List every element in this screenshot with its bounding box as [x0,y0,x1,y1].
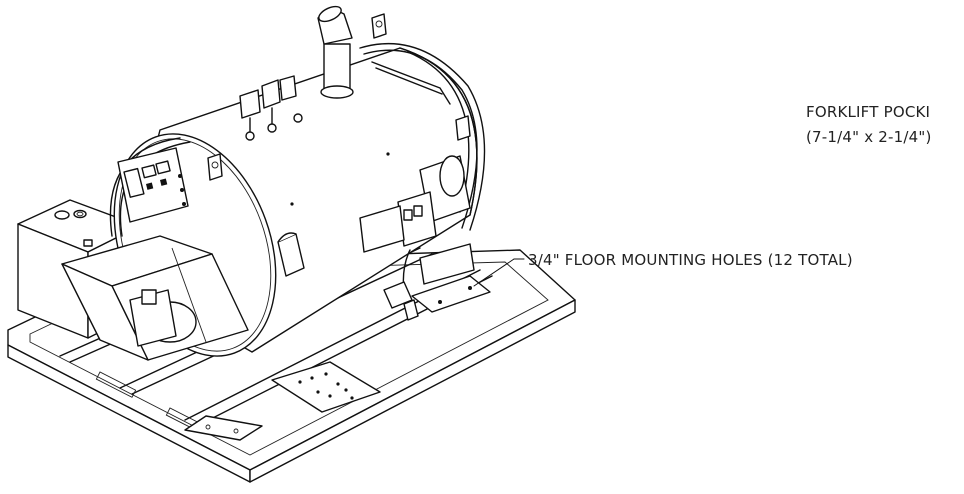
lifting-lugs [207,13,471,181]
gas-train [359,155,471,321]
forklift-pocket-dimension: (7-1/4" x 2-1/4") [806,128,932,146]
floor-mounting-holes-label: 3/4" FLOOR MOUNTING HOLES (12 TOTAL) [528,251,853,269]
floor-holes-leader [473,258,525,287]
floor-mount-bracket [411,243,491,313]
mounting-plate [271,361,381,413]
junction-boxes [239,75,303,141]
exhaust-stack [317,5,354,99]
burner-housing [61,235,249,361]
forklift-pocket-label: FORKLIFT POCKI [806,103,931,121]
control-panel [117,147,189,223]
